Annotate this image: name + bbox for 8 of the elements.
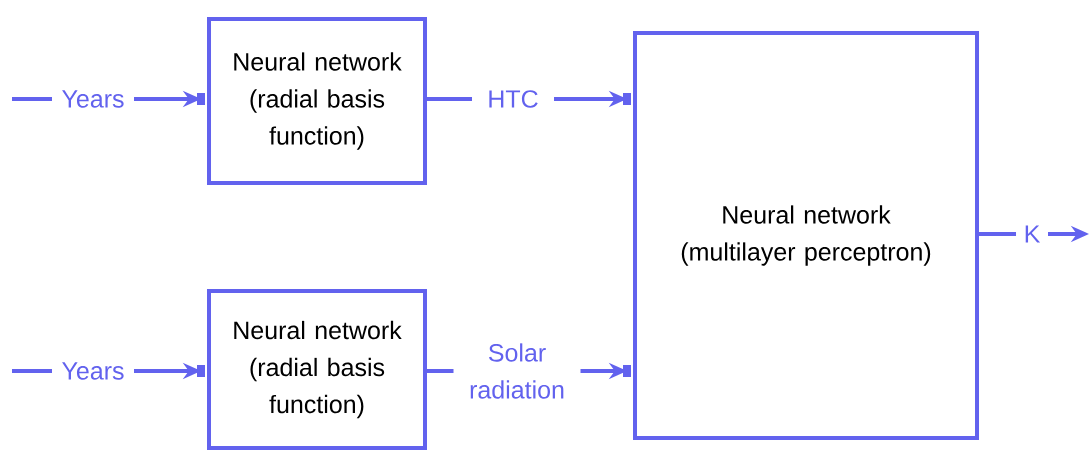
network-box: Neural network (radial basis function)	[207, 17, 427, 185]
edge-label: K	[1025, 225, 1041, 243]
edge-label: HTC	[489, 90, 538, 108]
network-box: Neural network (multilayer perceptron)	[633, 31, 979, 440]
edge-label: Years	[62, 90, 124, 108]
edge-label: Solar radiation	[470, 343, 564, 399]
network-box: Neural network (radial basis function)	[207, 289, 427, 450]
edge-label: Years	[62, 362, 124, 380]
